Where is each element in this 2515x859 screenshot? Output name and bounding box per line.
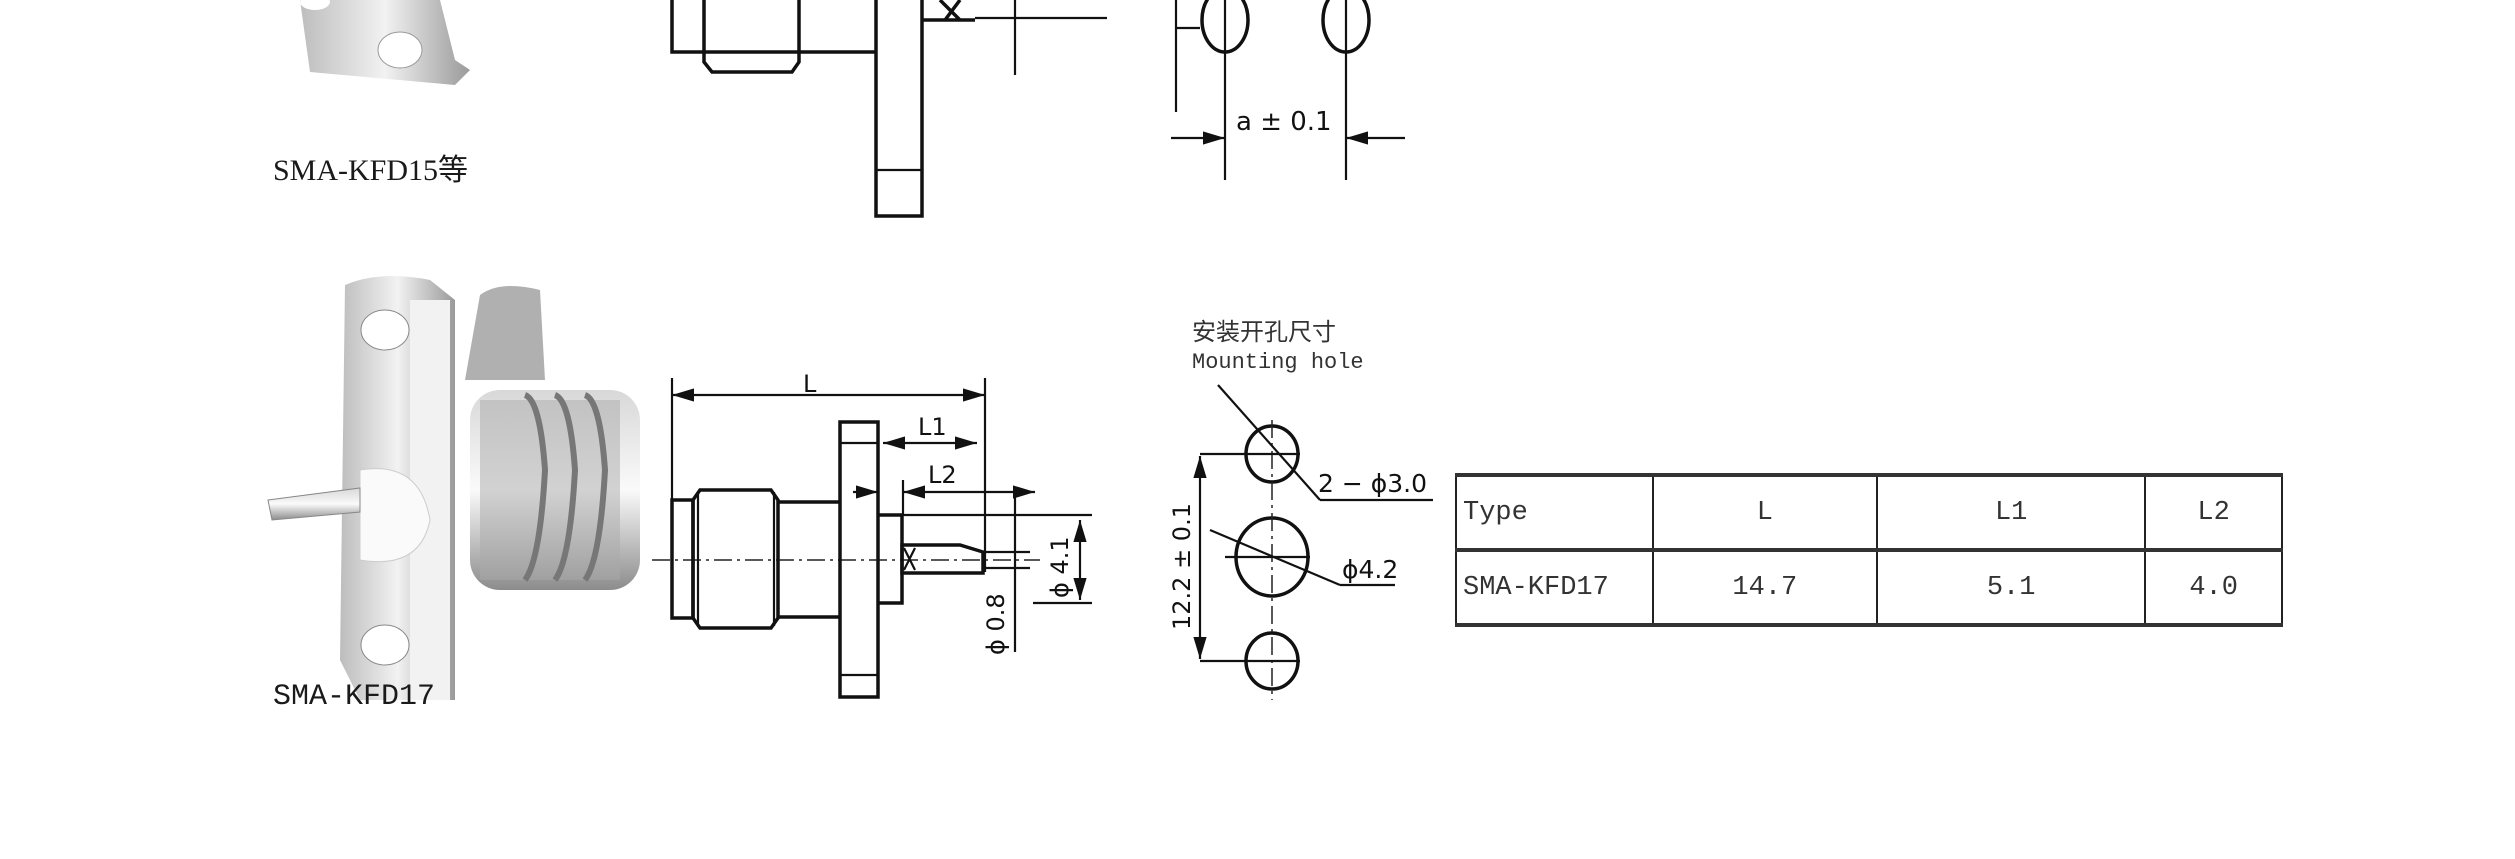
cell-type: SMA-KFD17: [1455, 549, 1654, 626]
pin-diameter-label: ϕ 0.8: [982, 593, 1010, 655]
table-row: SMA-KFD17 14.7 5.1 4.0: [1455, 549, 2283, 626]
kfd17-mounting-hole: 安装开孔尺寸 Mounting hole 2 − ϕ3.0 ϕ4.2 12.2 …: [1168, 318, 1433, 700]
table-header-row: Type L L1 L2: [1455, 474, 2283, 551]
dim-L-label: L: [803, 370, 817, 398]
kfd15-mounting-hole: a ± 0.1: [1171, 0, 1405, 180]
hole-pitch-label: a ± 0.1: [1236, 107, 1332, 137]
dim-L1-label: L1: [918, 413, 947, 441]
dimension-table: Type L L1 L2 SMA-KFD17 14.7 5.1 4.0: [1455, 473, 2283, 627]
center-hole-label: ϕ4.2: [1342, 555, 1398, 584]
header-L: L: [1651, 474, 1879, 551]
cell-L: 14.7: [1651, 549, 1879, 626]
kfd15-photo: [300, 0, 470, 85]
header-type: Type: [1455, 474, 1654, 551]
header-L2: L2: [2144, 474, 2283, 551]
header-L1: L1: [1876, 474, 2147, 551]
cell-L2: 4.0: [2144, 549, 2283, 626]
kfd15-drawing: [670, 0, 1107, 218]
mounting-title-cn: 安装开孔尺寸: [1192, 318, 1336, 346]
pitch-label: 12.2 ± 0.1: [1168, 503, 1196, 630]
small-holes-label: 2 − ϕ3.0: [1318, 469, 1427, 498]
kfd17-photo: [267, 276, 640, 700]
dim-L2-label: L2: [928, 461, 957, 489]
mounting-title-en: Mounting hole: [1192, 350, 1364, 375]
cell-L1: 5.1: [1876, 549, 2147, 626]
product-label-kfd15: SMA-KFD15等: [273, 154, 469, 187]
kfd17-drawing: L L1 L2 ϕ 0.8 ϕ 4.1: [652, 370, 1092, 699]
body-diameter-label: ϕ 4.1: [1046, 536, 1074, 598]
product-label-kfd17: SMA-KFD17: [273, 680, 436, 714]
